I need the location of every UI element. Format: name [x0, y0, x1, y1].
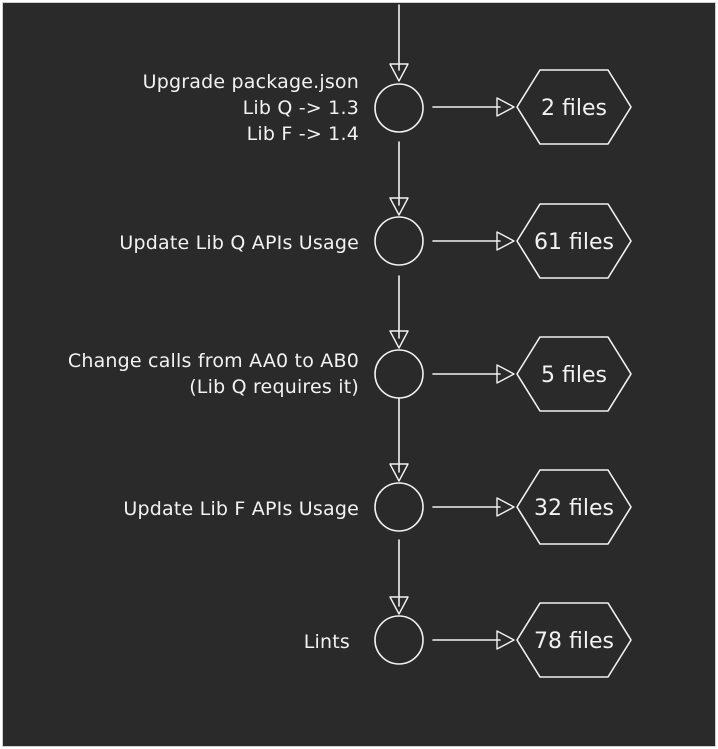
down-arrow-icon: [389, 330, 409, 349]
file-count-hexagon: [516, 602, 632, 678]
file-count-label: 78 files: [534, 629, 614, 654]
step-label-line: Lib Q -> 1.3: [243, 97, 359, 119]
step-label-line: Update Lib Q APIs Usage: [119, 232, 359, 254]
step-node-circle: [374, 482, 424, 532]
file-count-hexagon: [516, 203, 632, 279]
down-arrow-icon: [389, 197, 409, 216]
step-label-line: Update Lib F APIs Usage: [123, 498, 359, 520]
step-label-line: (Lib Q requires it): [189, 376, 359, 398]
step-node-circle: [374, 83, 424, 133]
file-count-label: 61 files: [534, 230, 614, 255]
step-label-line: Lints: [304, 631, 350, 653]
step-label-line: Lib F -> 1.4: [247, 123, 359, 145]
right-arrow-icon: [496, 97, 515, 117]
right-arrow-icon: [496, 497, 515, 517]
step-label-line: Change calls from AA0 to AB0: [68, 350, 359, 372]
file-count-hexagon: [516, 336, 632, 412]
down-arrow-icon: [389, 63, 409, 82]
step-node-circle: [374, 615, 424, 665]
right-arrow-icon: [496, 630, 515, 650]
file-count-label: 5 files: [541, 363, 607, 388]
file-count-label: 32 files: [534, 496, 614, 521]
right-arrow-icon: [496, 231, 515, 251]
step-node-circle: [374, 349, 424, 399]
file-count-label: 2 files: [541, 96, 607, 121]
down-arrow-icon: [389, 596, 409, 615]
file-count-hexagon: [516, 69, 632, 145]
step-label-line: Upgrade package.json: [143, 71, 359, 93]
down-arrow-icon: [389, 463, 409, 482]
file-count-hexagon: [516, 469, 632, 545]
step-node-circle: [374, 216, 424, 266]
right-arrow-icon: [496, 364, 515, 384]
